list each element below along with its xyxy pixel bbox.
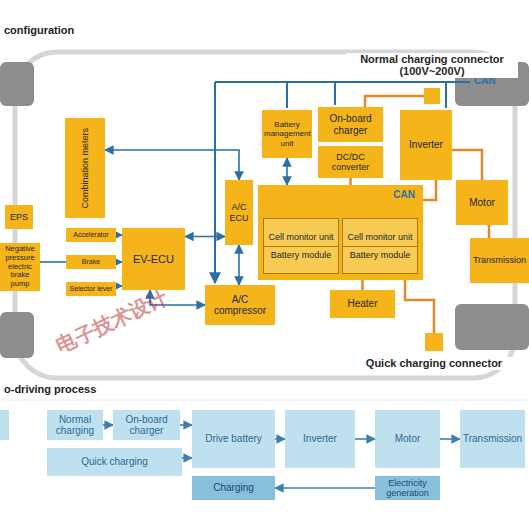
bmu-box: Battery management unit — [262, 110, 312, 158]
node-text: Inverter — [285, 433, 355, 445]
process-box: On-board charger — [113, 410, 180, 440]
battery-pack: CANCell monitor unitBattery moduleCell m… — [258, 185, 423, 280]
connector-port: Quick charging connector — [425, 333, 443, 351]
wheel — [0, 62, 34, 106]
node-text: Transmission — [470, 255, 529, 265]
node-text: Inverter — [400, 139, 452, 151]
process-box: Drive battery — [192, 410, 275, 468]
heater-box: Heater — [330, 290, 395, 318]
connector — [365, 96, 424, 107]
connector — [238, 245, 240, 285]
compressor-box: A/C compressor — [205, 285, 275, 325]
node-text: Normal charging — [47, 414, 103, 437]
node-text: Quick charging connector — [348, 357, 520, 370]
charger-box: On-board charger — [318, 107, 383, 142]
ecu-box: A/C ECU — [225, 180, 253, 245]
section-rule — [3, 400, 526, 401]
transmission-box: Transmission — [470, 238, 529, 283]
node-text: Motor — [456, 197, 508, 209]
inverter-box: Inverter — [400, 110, 452, 180]
process-box: Quick charging — [47, 448, 182, 476]
node-text: On-board charger — [318, 113, 383, 136]
ecu-box: EV-ECU — [122, 228, 185, 290]
process-box: Charging — [192, 476, 275, 500]
input-box: Brake — [66, 255, 116, 269]
wheel — [455, 304, 529, 350]
node-text: Negative pressure electric brake pump — [0, 245, 40, 288]
input-box: Selector lever — [66, 282, 116, 296]
node-text: Combination meters — [80, 122, 90, 214]
connector — [103, 424, 113, 426]
node-text: On-board charger — [113, 414, 180, 437]
process-box: Electricity generation — [375, 476, 440, 500]
node-text: CAN — [391, 189, 417, 201]
cell-module: Cell monitor unitBattery module — [342, 218, 418, 274]
connector — [105, 150, 239, 180]
node-text: Heater — [330, 298, 395, 310]
node-text: Quick charging — [47, 456, 182, 468]
process-box: Motor — [375, 410, 440, 468]
node-text: Cell monitor unit — [343, 232, 417, 246]
connector — [182, 457, 192, 459]
motor-box: Motor — [456, 180, 508, 225]
node-text: Motor — [375, 433, 440, 445]
car-body-outline — [15, 52, 515, 378]
connector — [488, 225, 491, 238]
node-text: EPS — [5, 212, 33, 222]
can-bus-line — [215, 82, 470, 283]
process-box: Normal charging — [47, 410, 103, 440]
node-text: Drive battery — [192, 433, 275, 445]
wheel — [0, 312, 34, 358]
diagram-title: configuration — [4, 24, 74, 36]
connector — [440, 438, 460, 440]
node-text: Normal charging connector (100V~200V) — [346, 53, 518, 78]
connector — [275, 438, 285, 440]
connector — [180, 424, 192, 426]
connector — [361, 280, 364, 290]
node-text: Accelerator — [66, 231, 116, 239]
node-text: EV-ECU — [122, 253, 185, 266]
connector — [185, 236, 225, 238]
process-box: Transmission — [460, 410, 525, 468]
connector — [275, 487, 375, 489]
cut-process-box — [0, 410, 9, 440]
node-text: Battery management unit — [262, 120, 312, 148]
connector — [423, 180, 436, 200]
node-text: DC/DC converter — [318, 152, 383, 173]
eps-box: EPS — [5, 205, 33, 229]
node-text: Electricity generation — [375, 478, 440, 499]
meter-box: Combination meters — [65, 118, 105, 218]
input-box: Accelerator — [66, 228, 116, 242]
node-text: Cell monitor unit — [264, 232, 338, 246]
process-box: Inverter — [285, 410, 355, 468]
node-text: Transmission — [460, 433, 525, 445]
section-heading: o-driving process — [4, 383, 96, 395]
connector — [452, 150, 482, 180]
node-text: A/C compressor — [205, 294, 275, 317]
node-text: Battery module — [264, 250, 338, 260]
node-text: A/C ECU — [225, 202, 253, 223]
node-text: Selector lever — [66, 285, 116, 293]
converter-box: DC/DC converter — [318, 146, 383, 178]
node-text: Charging — [192, 482, 275, 494]
connector — [349, 178, 352, 185]
node-text: Brake — [66, 258, 116, 266]
connector — [40, 261, 66, 263]
pump-box: Negative pressure electric brake pump — [0, 243, 40, 291]
connector — [286, 158, 288, 185]
connector — [405, 280, 434, 333]
connector-port: Normal charging connector (100V~200V) — [424, 88, 440, 104]
connector — [355, 438, 375, 440]
node-text: Battery module — [343, 250, 417, 260]
cell-module: Cell monitor unitBattery module — [263, 218, 339, 274]
